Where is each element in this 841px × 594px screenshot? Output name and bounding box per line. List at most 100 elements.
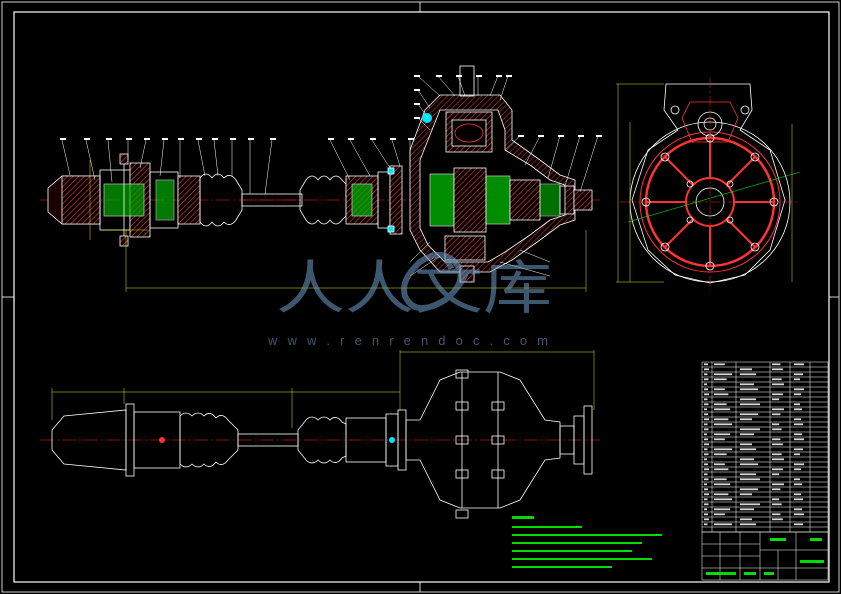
title-block-fills	[706, 538, 824, 575]
parts-list-cell-text	[704, 408, 707, 411]
parts-list-cell-text	[740, 398, 756, 401]
parts-list-cell-text	[704, 463, 708, 466]
parts-list-cell-text	[772, 363, 781, 366]
parts-list-cell-text	[740, 373, 756, 376]
parts-list-cell-text	[714, 433, 731, 436]
parts-list-cell-text	[714, 393, 729, 396]
parts-list-cell-text	[740, 388, 758, 391]
parts-list-cell-text	[704, 503, 709, 506]
left-boot	[199, 173, 243, 227]
parts-list-cell-text	[704, 433, 707, 436]
parts-list-cell-text	[772, 518, 783, 521]
parts-list-cell-text	[772, 368, 783, 371]
inner-joint	[345, 165, 403, 235]
parts-list-cell-text	[740, 493, 752, 496]
parts-list-cell-text	[704, 418, 709, 421]
parts-list-cell-text	[772, 413, 781, 416]
flange-section-line	[627, 171, 801, 223]
callout-marks	[60, 75, 602, 140]
parts-list-cell-text	[714, 523, 732, 526]
parts-list-cell-text	[794, 418, 801, 421]
parts-list-cell-text	[794, 363, 804, 366]
parts-list-cell-text	[772, 428, 782, 431]
parts-list-cell-text	[794, 438, 804, 441]
leaf-swoosh-logo-icon	[401, 252, 464, 311]
parts-list-cell-text	[772, 443, 783, 446]
parts-list-cell-text	[704, 493, 709, 496]
flange-centerlines	[620, 78, 800, 290]
parts-list-cell-text	[714, 468, 729, 471]
parts-list-cell-text	[740, 448, 756, 451]
side-flange-view	[616, 78, 801, 290]
parts-list-cell-text	[740, 478, 760, 481]
parts-list-cell-text	[714, 508, 731, 511]
parts-list-cell-text	[794, 448, 803, 451]
parts-list-cell-text	[714, 438, 725, 441]
parts-list-cell-text	[794, 433, 802, 436]
drive-shaft	[241, 193, 303, 207]
parts-list-cell-text	[772, 468, 783, 471]
parts-list-cell-text	[794, 378, 800, 381]
parts-list-cell-text	[704, 388, 708, 391]
parts-list-cell-text	[740, 503, 760, 506]
parts-list-cell-text	[772, 483, 784, 486]
parts-list-cell-text	[740, 518, 752, 521]
parts-list-cell-text	[740, 433, 754, 436]
parts-list-cell-text	[794, 498, 803, 501]
parts-list-cell-text	[714, 363, 725, 366]
parts-list-cell-text	[714, 418, 729, 421]
differential-housing-section	[409, 65, 593, 283]
watermark-url: w w w . r e n r e n d o c . c o m	[267, 333, 548, 348]
parts-list-cell-text	[704, 523, 708, 526]
parts-list-cell-text	[794, 403, 800, 406]
flange-dimensions	[616, 83, 793, 283]
parts-list-cell-text	[704, 478, 709, 481]
parts-list-cell-text	[714, 408, 731, 411]
parts-list-cell-text	[714, 448, 732, 451]
parts-list-cell-text	[740, 368, 752, 371]
parts-list-cell-text	[704, 473, 708, 476]
left-hub-section	[47, 153, 201, 247]
parts-list-cell-text	[794, 393, 801, 396]
parts-list-cell-text	[740, 428, 760, 431]
parts-list-cell-text	[794, 508, 802, 511]
parts-list-cell-text	[704, 458, 707, 461]
parts-list-cell-text	[714, 493, 729, 496]
watermark: 人人文库 w w w . r e n r e n d o c . c o m	[267, 252, 552, 348]
parts-list-cell-text	[740, 463, 758, 466]
parts-list-cell-text	[772, 488, 781, 491]
parts-list-cell-text	[704, 383, 707, 386]
parts-list-cell-text	[772, 513, 781, 516]
parts-list-cell-text	[772, 458, 784, 461]
parts-list-cell-text	[704, 373, 708, 376]
parts-list-cell-text	[794, 493, 801, 496]
parts-list-cell-text	[704, 438, 708, 441]
parts-list-cell-text	[704, 508, 707, 511]
parts-list-cell-text	[714, 453, 727, 456]
parts-list-cell-text	[794, 453, 800, 456]
parts-list-cell-text	[772, 438, 781, 441]
parts-list-cell-text	[772, 378, 782, 381]
parts-list-cell-text	[704, 413, 708, 416]
parts-list-cell-text	[704, 498, 708, 501]
parts-list-cell-text	[704, 513, 708, 516]
parts-list-cell-text	[704, 363, 708, 366]
parts-list-cell-text	[714, 463, 725, 466]
parts-list-cell-text	[794, 478, 800, 481]
parts-list-cell-text	[740, 488, 758, 491]
parts-list-cell-text	[704, 398, 708, 401]
parts-list-text-blocks	[704, 363, 804, 526]
parts-list-cell-text	[794, 408, 802, 411]
parts-list-cell-text	[740, 413, 758, 416]
parts-list-cell-text	[794, 373, 803, 376]
parts-list-cell-text	[714, 423, 732, 426]
parts-list-cell-text	[772, 503, 782, 506]
parts-list-cell-text	[794, 463, 804, 466]
parts-list-cell-text	[714, 478, 727, 481]
parts-list-cell-text	[704, 448, 708, 451]
parts-list-cell-text	[704, 368, 709, 371]
parts-list-cell-text	[704, 378, 709, 381]
top-dimensions	[89, 160, 587, 292]
parts-list-cell-text	[772, 498, 780, 501]
